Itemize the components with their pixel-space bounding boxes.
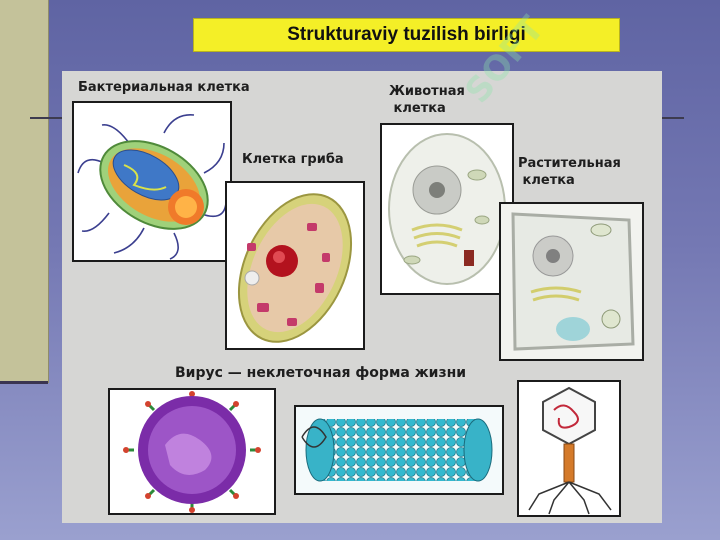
- label-plant-cell: Растительная клетка: [518, 156, 621, 188]
- label-bacterial-cell: Бактериальная клетка: [78, 80, 250, 95]
- virus-image-rod: [294, 405, 504, 495]
- animal-cell-image: [380, 123, 514, 295]
- label-virus: Вирус — неклеточная форма жизни: [175, 365, 467, 381]
- plant-cell-image: [499, 202, 644, 361]
- slide-title: Strukturaviy tuzilish birligi: [193, 18, 620, 52]
- decor-rule-right: [662, 117, 684, 119]
- label-animal-cell: Животная клетка: [389, 84, 465, 116]
- cell-types-figure: Бактериальная клетка Клетка гриба Животн…: [62, 71, 662, 523]
- virus-image-spherical: [108, 388, 276, 515]
- bacterial-cell-image: [72, 101, 232, 262]
- label-fungal-cell: Клетка гриба: [242, 152, 344, 167]
- fungal-cell-image: [225, 181, 365, 350]
- left-decor-strip: [0, 0, 49, 383]
- left-decor-strip-edge: [0, 381, 48, 384]
- decor-rule-left: [30, 117, 62, 119]
- virus-image-bacteriophage: [517, 380, 621, 517]
